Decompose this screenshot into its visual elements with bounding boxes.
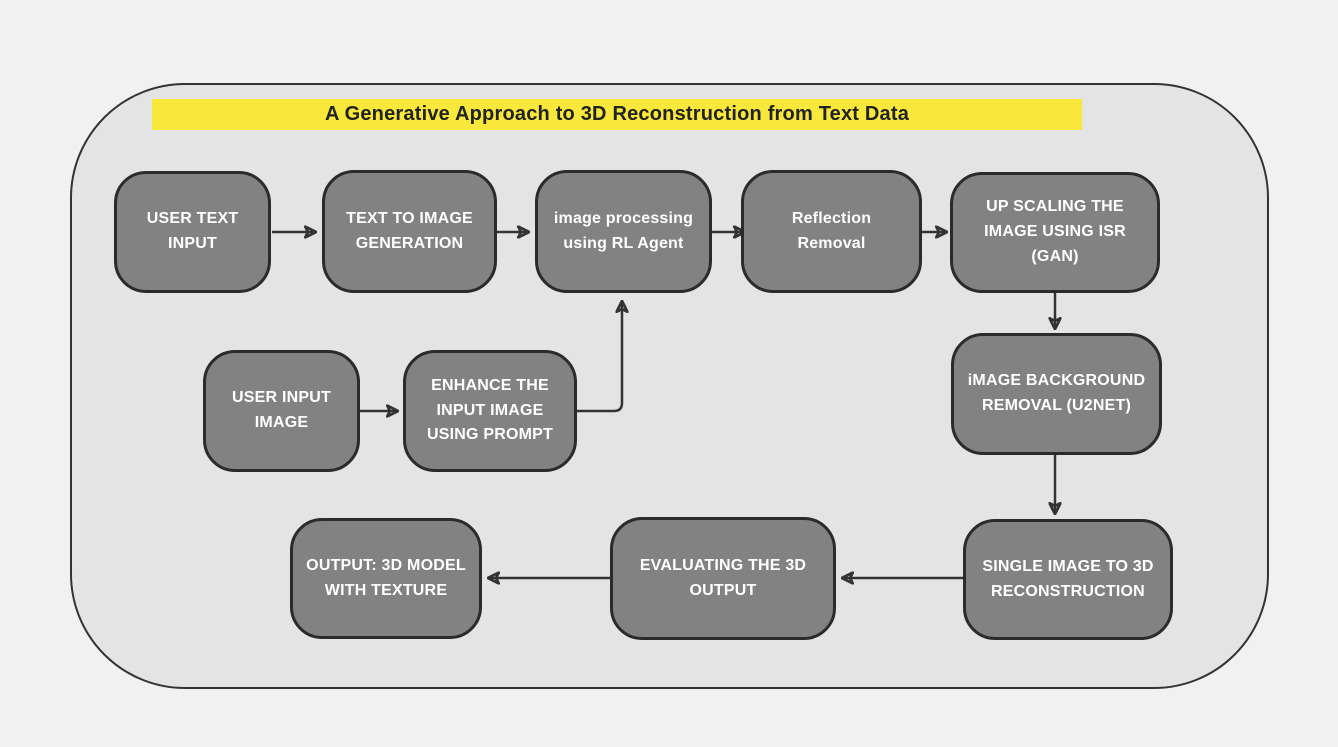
node-label: TEXT TO IMAGE GENERATION: [346, 209, 473, 252]
node-label: USER INPUT IMAGE: [232, 389, 331, 431]
node-single-image-to-3d-reconstruction: SINGLE IMAGE TO 3D RECONSTRUCTION: [963, 519, 1173, 640]
node-label: image processing using RL Agent: [553, 209, 694, 252]
diagram-title: A Generative Approach to 3D Reconstructi…: [324, 103, 910, 125]
node-label: ENHANCE THE INPUT IMAGE USING PROMPT: [427, 376, 553, 444]
node-label: USER TEXT INPUT: [146, 210, 239, 252]
node-label: EVALUATING THE 3D OUTPUT: [639, 556, 807, 599]
node-label: Reflection Removal: [791, 209, 872, 252]
node-label: UP SCALING THE IMAGE USING ISR (GAN): [984, 198, 1126, 265]
node-image-processing-rl-agent: image processing using RL Agent: [535, 170, 712, 293]
node-evaluating-the-3d-output: EVALUATING THE 3D OUTPUT: [610, 517, 836, 640]
node-output-3d-model-with-texture: OUTPUT: 3D MODEL WITH TEXTURE: [290, 518, 482, 639]
node-image-background-removal-u2net: iMAGE BACKGROUND REMOVAL (U2NET): [951, 333, 1162, 455]
node-reflection-removal: Reflection Removal: [741, 170, 922, 293]
node-upscaling-isr-gan: UP SCALING THE IMAGE USING ISR (GAN): [950, 172, 1160, 293]
node-enhance-input-image-using-prompt: ENHANCE THE INPUT IMAGE USING PROMPT: [403, 350, 577, 472]
node-text-to-image-generation: TEXT TO IMAGE GENERATION: [322, 170, 497, 293]
node-label: SINGLE IMAGE TO 3D RECONSTRUCTION: [982, 557, 1154, 600]
node-label: iMAGE BACKGROUND REMOVAL (U2NET): [967, 372, 1146, 414]
diagram-title-highlight: A Generative Approach to 3D Reconstructi…: [152, 99, 1082, 130]
node-user-input-image: USER INPUT IMAGE: [203, 350, 360, 472]
node-label: OUTPUT: 3D MODEL WITH TEXTURE: [306, 556, 466, 599]
node-user-text-input: USER TEXT INPUT: [114, 171, 271, 293]
